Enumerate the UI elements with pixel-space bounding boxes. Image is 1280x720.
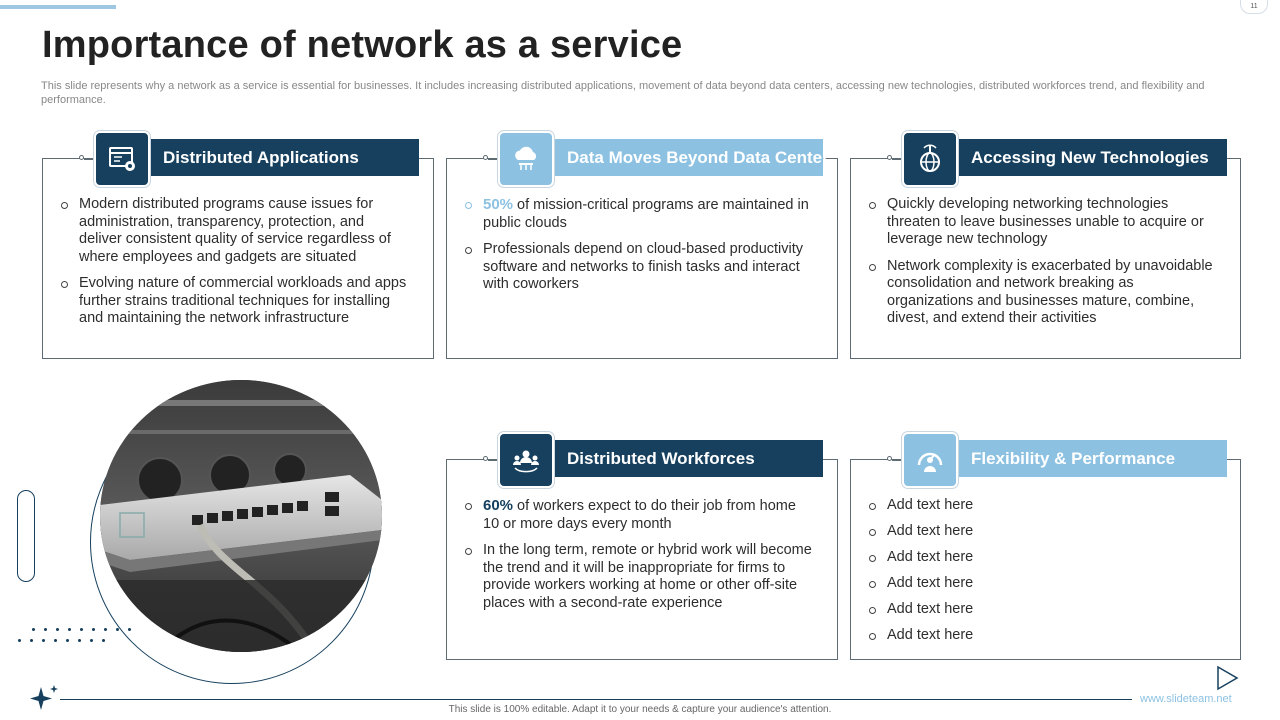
list-item: 60% of workers expect to do their job fr… xyxy=(463,497,813,533)
top-accent-bar xyxy=(0,5,116,9)
list-item: Add text here xyxy=(867,627,1217,645)
decorative-pill xyxy=(17,490,35,582)
card-title: Distributed Applications xyxy=(151,139,419,176)
list-item: 50% of mission-critical programs are mai… xyxy=(463,196,813,232)
bullet-list: 60% of workers expect to do their job fr… xyxy=(463,497,813,621)
stat-text: of mission-critical programs are maintai… xyxy=(483,197,809,231)
card-distributed-workforces: Distributed Workforces 60% of workers ex… xyxy=(446,432,838,660)
card-distributed-applications: Distributed Applications Modern distribu… xyxy=(42,131,434,359)
card-title: Data Moves Beyond Data Center xyxy=(555,139,829,176)
slide-subtitle: This slide represents why a network as a… xyxy=(41,80,1205,106)
card-connector-dot xyxy=(79,155,84,160)
list-item: Add text here xyxy=(867,575,1217,593)
global-antenna-icon xyxy=(902,131,958,187)
card-connector-dot xyxy=(887,456,892,461)
bullet-list: Add text here Add text here Add text her… xyxy=(867,497,1217,653)
card-title: Flexibility & Performance xyxy=(959,440,1227,477)
app-settings-icon xyxy=(94,131,150,187)
list-item: Quickly developing networking technologi… xyxy=(867,196,1217,249)
list-item: Add text here xyxy=(867,497,1217,515)
list-item: Add text here xyxy=(867,523,1217,541)
bullet-list: Quickly developing networking technologi… xyxy=(867,196,1217,337)
sparkle-icon xyxy=(30,685,58,710)
performance-gauge-icon xyxy=(902,432,958,488)
slide-number: 11 xyxy=(1240,0,1268,14)
card-flexibility-performance: Flexibility & Performance Add text here … xyxy=(850,432,1241,660)
slide-title: Importance of network as a service xyxy=(42,24,683,66)
card-connector-dot xyxy=(887,155,892,160)
bullet-list: Modern distributed programs cause issues… xyxy=(59,196,409,337)
list-item: Modern distributed programs cause issues… xyxy=(59,196,409,266)
card-title: Distributed Workforces xyxy=(555,440,823,477)
card-accessing-new-technologies: Accessing New Technologies Quickly devel… xyxy=(850,131,1241,359)
stat-percent: 60% xyxy=(483,497,514,514)
bullet-list: 50% of mission-critical programs are mai… xyxy=(463,196,813,303)
play-icon[interactable] xyxy=(1213,664,1241,692)
website-link[interactable]: www.slideteam.net xyxy=(1140,693,1232,705)
stat-percent: 50% xyxy=(483,196,514,213)
card-title: Accessing New Technologies xyxy=(959,139,1227,176)
footer-divider xyxy=(60,699,1132,700)
card-data-moves: Data Moves Beyond Data Center 50% of mis… xyxy=(446,131,838,359)
list-item: Add text here xyxy=(867,601,1217,619)
cloud-server-icon xyxy=(498,131,554,187)
list-item: In the long term, remote or hybrid work … xyxy=(463,542,813,612)
decorative-dots xyxy=(18,628,131,644)
footer-note: This slide is 100% editable. Adapt it to… xyxy=(448,704,832,715)
network-switch-photo xyxy=(100,380,382,652)
team-network-icon xyxy=(498,432,554,488)
list-item: Professionals depend on cloud-based prod… xyxy=(463,241,813,294)
list-item: Network complexity is exacerbated by una… xyxy=(867,258,1217,328)
list-item: Evolving nature of commercial workloads … xyxy=(59,275,409,328)
card-connector-dot xyxy=(483,456,488,461)
stat-text: of workers expect to do their job from h… xyxy=(483,498,796,532)
card-connector-dot xyxy=(483,155,488,160)
list-item: Add text here xyxy=(867,549,1217,567)
